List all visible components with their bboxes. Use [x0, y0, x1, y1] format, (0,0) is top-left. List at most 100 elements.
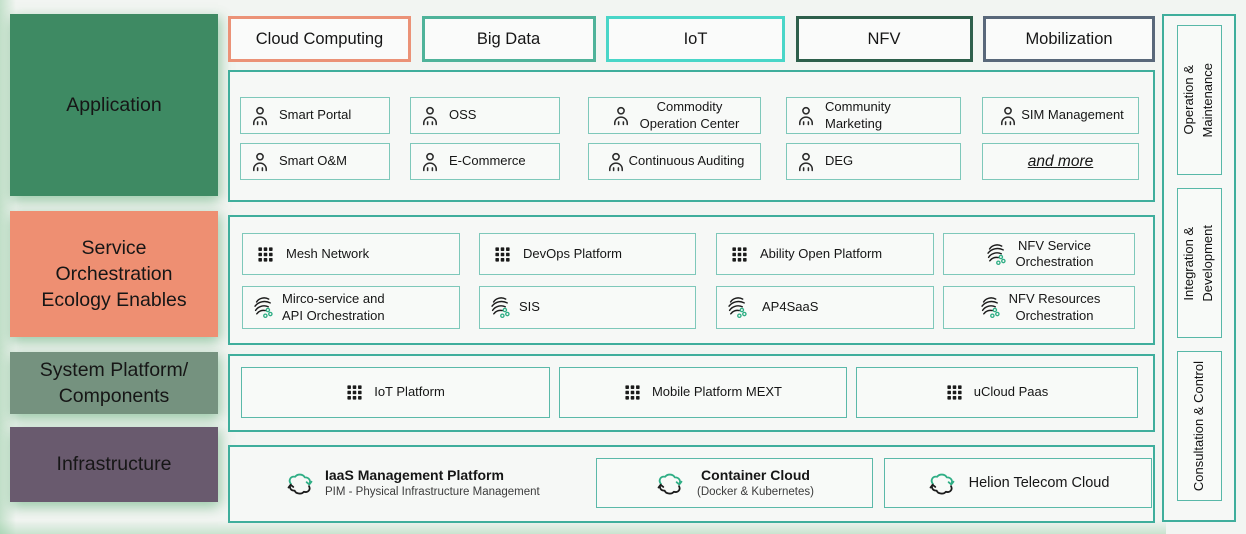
user-icon — [610, 105, 632, 127]
service-row-2: Mirco-service and API Orchestration SIS … — [242, 286, 1153, 329]
plat-item-ucloud-paas: uCloud Paas — [856, 367, 1138, 418]
plat-item-iot-platform: IoT Platform — [241, 367, 550, 418]
category-service-orchestration: Service Orchestration Ecology Enables — [10, 211, 218, 337]
category-label: Application — [66, 93, 162, 116]
flow-icon — [984, 243, 1007, 266]
grid-icon — [946, 384, 963, 401]
chip-label: Big Data — [476, 29, 541, 48]
user-icon — [795, 151, 817, 173]
platform-row: IoT Platform Mobile Platform MEXT uCloud… — [241, 367, 1153, 418]
application-row-1: Smart Portal OSS Commodity Operation Cen… — [240, 97, 1153, 134]
item-label: Ability Open Platform — [760, 245, 883, 261]
user-icon — [795, 105, 817, 127]
right-sidebar: Operation & Maintenance Integration & De… — [1162, 14, 1236, 522]
user-icon — [249, 151, 271, 173]
chip-label: IoT — [683, 29, 708, 48]
item-label: E-Commerce — [449, 153, 526, 169]
app-item-e-commerce: E-Commerce — [410, 143, 560, 180]
grid-icon — [494, 246, 511, 263]
application-band: Smart Portal OSS Commodity Operation Cen… — [228, 70, 1155, 202]
user-icon — [419, 105, 441, 127]
app-item-commodity-operation-center: Commodity Operation Center — [588, 97, 761, 134]
item-label: Continuous Auditing — [628, 153, 745, 169]
item-label: Smart O&M — [279, 153, 347, 169]
grid-icon — [624, 384, 641, 401]
svc-item-ability-open-platform: Ability Open Platform — [716, 233, 934, 275]
plat-item-mobile-platform-mext: Mobile Platform MEXT — [559, 367, 847, 418]
item-label: IoT Platform — [374, 384, 445, 400]
item-label: Mobile Platform MEXT — [651, 384, 783, 400]
sidebar-operation-maintenance: Operation & Maintenance — [1176, 25, 1222, 175]
app-item-oss: OSS — [410, 97, 560, 134]
app-item-community-marketing: Community Marketing — [786, 97, 961, 134]
app-item-and-more: and more — [982, 143, 1139, 180]
category-label: System Platform/ Components — [39, 358, 189, 407]
item-label: NFV Service Orchestration — [1015, 237, 1094, 269]
category-label: Service Orchestration Ecology Enables — [41, 236, 187, 312]
chip-label: Cloud Computing — [255, 29, 384, 48]
item-subtitle: PIM - Physical Infrastructure Management — [325, 485, 540, 498]
flow-icon — [978, 296, 1001, 319]
item-label: OSS — [449, 107, 477, 123]
app-item-smart-portal: Smart Portal — [240, 97, 390, 134]
flow-icon — [488, 296, 511, 319]
user-icon — [997, 105, 1019, 127]
sidebar-label: Operation & Maintenance — [1181, 62, 1215, 138]
infrastructure-row: IaaS Management Platform PIM - Physical … — [230, 458, 1153, 508]
item-label: Mirco-service and API Orchestration — [282, 291, 385, 323]
infra-item-iaas-management: IaaS Management Platform PIM - Physical … — [230, 458, 596, 508]
category-label: Infrastructure — [56, 453, 172, 476]
app-item-sim-management: SIM Management — [982, 97, 1139, 134]
item-label: Helion Telecom Cloud — [968, 474, 1110, 491]
system-platform-band: IoT Platform Mobile Platform MEXT uCloud… — [228, 354, 1155, 432]
svc-item-microservice-api-orchestration: Mirco-service and API Orchestration — [242, 286, 460, 329]
service-orchestration-band: Mesh Network DevOps Platform Ability Ope… — [228, 215, 1155, 345]
item-label: and more — [1027, 152, 1094, 170]
chip-label: Mobilization — [1025, 29, 1113, 48]
item-label: AP4SaaS — [762, 299, 819, 315]
item-label: DEG — [825, 153, 854, 169]
sidebar-label: Consultation & Control — [1190, 360, 1206, 492]
chip-big-data: Big Data — [421, 16, 596, 62]
cloud-sync-icon — [285, 471, 315, 495]
chip-label: NFV — [867, 29, 901, 48]
flow-icon — [251, 296, 274, 319]
application-row-2: Smart O&M E-Commerce Continuous Auditing… — [240, 143, 1153, 180]
grid-icon — [346, 384, 363, 401]
svc-item-nfv-resources-orchestration: NFV Resources Orchestration — [943, 286, 1135, 329]
app-item-deg: DEG — [786, 143, 961, 180]
category-application: Application — [10, 14, 218, 196]
chip-nfv: NFV — [795, 16, 973, 62]
item-label: DevOps Platform — [523, 245, 622, 261]
flow-icon — [725, 296, 748, 319]
cloud-sync-icon — [927, 471, 957, 495]
svc-item-ap4saas: AP4SaaS — [716, 286, 934, 329]
chip-mobilization: Mobilization — [983, 16, 1155, 62]
item-label: Mesh Network — [286, 245, 370, 261]
infrastructure-band: IaaS Management Platform PIM - Physical … — [228, 445, 1155, 523]
category-infrastructure: Infrastructure — [10, 427, 218, 502]
sidebar-integration-development: Integration & Development — [1176, 188, 1222, 338]
app-item-smart-om: Smart O&M — [240, 143, 390, 180]
category-system-platform: System Platform/ Components — [10, 352, 218, 414]
item-label: Commodity Operation Center — [639, 99, 740, 131]
user-icon — [249, 105, 271, 127]
svc-item-sis: SIS — [479, 286, 696, 329]
service-row-1: Mesh Network DevOps Platform Ability Ope… — [242, 233, 1153, 275]
item-subtitle: (Docker & Kubernetes) — [697, 485, 814, 498]
cloud-sync-icon — [655, 471, 685, 495]
item-title: Container Cloud — [701, 467, 810, 484]
item-label: SIM Management — [1021, 107, 1124, 123]
chip-iot: IoT — [606, 16, 785, 62]
grid-icon — [257, 246, 274, 263]
item-title: IaaS Management Platform — [325, 467, 504, 484]
item-label: NFV Resources Orchestration — [1008, 291, 1101, 323]
user-icon — [419, 151, 441, 173]
domain-chip-row: Cloud Computing Big Data IoT NFV Mobiliz… — [228, 16, 1155, 62]
sidebar-consultation-control: Consultation & Control — [1176, 351, 1222, 501]
app-item-continuous-auditing: Continuous Auditing — [588, 143, 761, 180]
sidebar-label: Integration & Development — [1181, 224, 1215, 302]
svc-item-devops-platform: DevOps Platform — [479, 233, 696, 275]
chip-cloud-computing: Cloud Computing — [228, 16, 411, 62]
infra-item-helion-telecom-cloud: Helion Telecom Cloud — [884, 458, 1152, 508]
